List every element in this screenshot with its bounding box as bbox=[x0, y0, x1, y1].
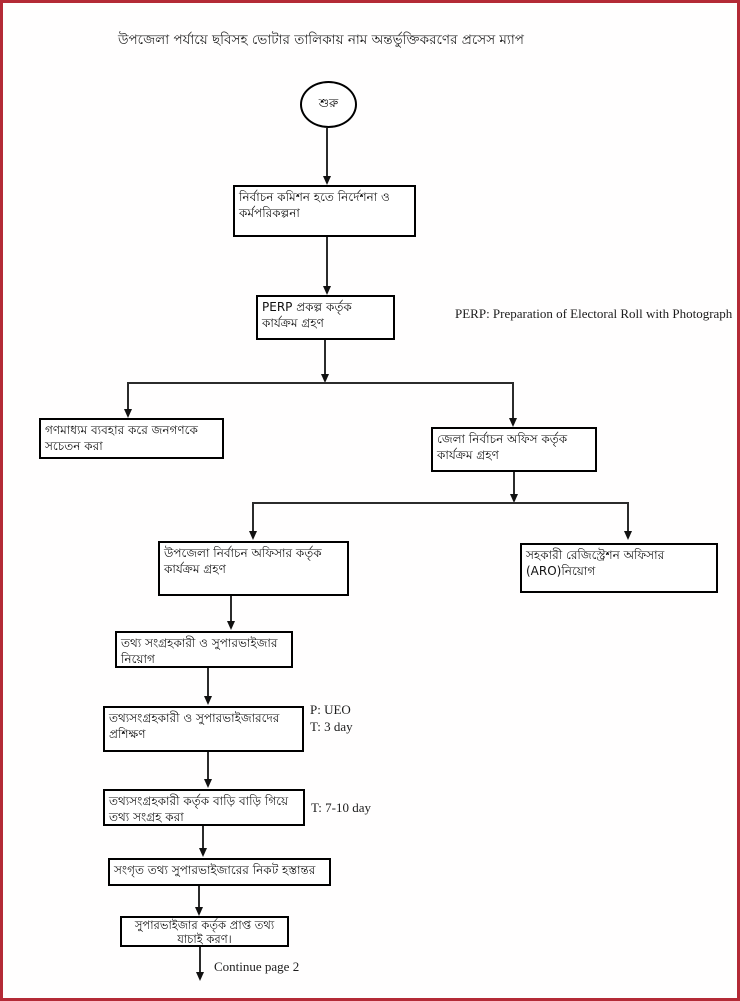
flow-node-handover: সংগৃত তথ্য সুপারভাইজারের নিকট হস্তান্তর bbox=[108, 858, 331, 886]
connector-ec-to-perp bbox=[326, 237, 328, 286]
arrowhead-start-to-ec bbox=[323, 176, 331, 185]
flow-node-perp-project: PERP প্রকল্প কর্তৃক কার্যক্রম গ্রহণ bbox=[256, 295, 395, 340]
arrowhead-training-to-collection bbox=[204, 779, 212, 788]
arrowhead-enumerator-to-training bbox=[204, 696, 212, 705]
arrowhead-district-stem bbox=[510, 494, 518, 503]
flow-node-aro-appointment: সহকারী রেজিস্ট্রেশন অফিসার (ARO)নিয়োগ bbox=[520, 543, 718, 593]
connector-branch2-right-drop bbox=[627, 503, 629, 531]
connector-branch1-horizontal bbox=[127, 382, 514, 384]
page-title: উপজেলা পর্যায়ে ছবিসহ ভোটার তালিকায় নাম… bbox=[118, 32, 524, 48]
arrowhead-verification-to-continue bbox=[196, 972, 204, 981]
connector-training-to-collection bbox=[207, 752, 209, 779]
connector-start-to-ec bbox=[326, 128, 328, 176]
connector-perp-stem bbox=[324, 340, 326, 374]
flow-node-ec-directive: নির্বাচন কমিশন হতে নির্দেশনা ও কর্মপরিকল… bbox=[233, 185, 416, 237]
annotation-training-presenter: P: UEO bbox=[310, 702, 351, 717]
annotation-training-time: T: 3 day bbox=[310, 719, 353, 734]
flow-node-house-to-house: তথ্যসংগ্রহকারী কর্তৃক বাড়ি বাড়ি গিয়ে … bbox=[103, 789, 305, 826]
arrowhead-upazila-to-enumerator bbox=[227, 621, 235, 630]
connector-upazila-to-enumerator bbox=[230, 596, 232, 621]
connector-handover-to-verification bbox=[198, 886, 200, 907]
flow-node-verification: সুপারভাইজার কর্তৃক প্রাপ্ত তথ্য যাচাই কর… bbox=[120, 916, 289, 947]
flow-node-district-office: জেলা নির্বাচন অফিস কর্তৃক কার্যক্রম গ্রহ… bbox=[431, 427, 597, 472]
arrowhead-perp-stem bbox=[321, 374, 329, 383]
flow-node-start-label: শুরু bbox=[318, 95, 339, 110]
flow-node-start: শুরু bbox=[300, 81, 357, 128]
arrowhead-branch1-left bbox=[124, 409, 132, 418]
connector-branch2-left-drop bbox=[252, 503, 254, 531]
connector-verification-to-continue bbox=[199, 947, 201, 972]
annotation-continue-note: Continue page 2 bbox=[214, 959, 300, 974]
annotation-collection-time: T: 7-10 day bbox=[311, 800, 372, 815]
flow-node-enumerator-appointment: তথ্য সংগ্রহকারী ও সুপারভাইজার নিয়োগ bbox=[115, 631, 293, 668]
connector-collection-to-handover bbox=[202, 826, 204, 848]
arrowhead-collection-to-handover bbox=[199, 848, 207, 857]
arrowhead-handover-to-verification bbox=[195, 907, 203, 916]
flow-node-training: তথ্যসংগ্রহকারী ও সুপারভাইজারদের প্রশিক্ষ… bbox=[103, 706, 304, 752]
flow-node-mass-media: গণমাধ্যম ব্যবহার করে জনগণকে সচেতন করা bbox=[39, 418, 224, 459]
flow-node-upazila-officer: উপজেলা নির্বাচন অফিসার কর্তৃক কার্যক্রম … bbox=[158, 541, 349, 596]
arrowhead-branch1-right bbox=[509, 418, 517, 427]
arrowhead-ec-to-perp bbox=[323, 286, 331, 295]
connector-branch1-right-drop bbox=[512, 383, 514, 418]
connector-branch1-left-drop bbox=[127, 383, 129, 409]
connector-district-stem bbox=[513, 472, 515, 494]
annotation-perp-definition: PERP: Preparation of Electoral Roll with… bbox=[455, 306, 733, 321]
arrowhead-branch2-right bbox=[624, 531, 632, 540]
connector-enumerator-to-training bbox=[207, 668, 209, 696]
connector-branch2-horizontal bbox=[252, 502, 629, 504]
arrowhead-branch2-left bbox=[249, 531, 257, 540]
